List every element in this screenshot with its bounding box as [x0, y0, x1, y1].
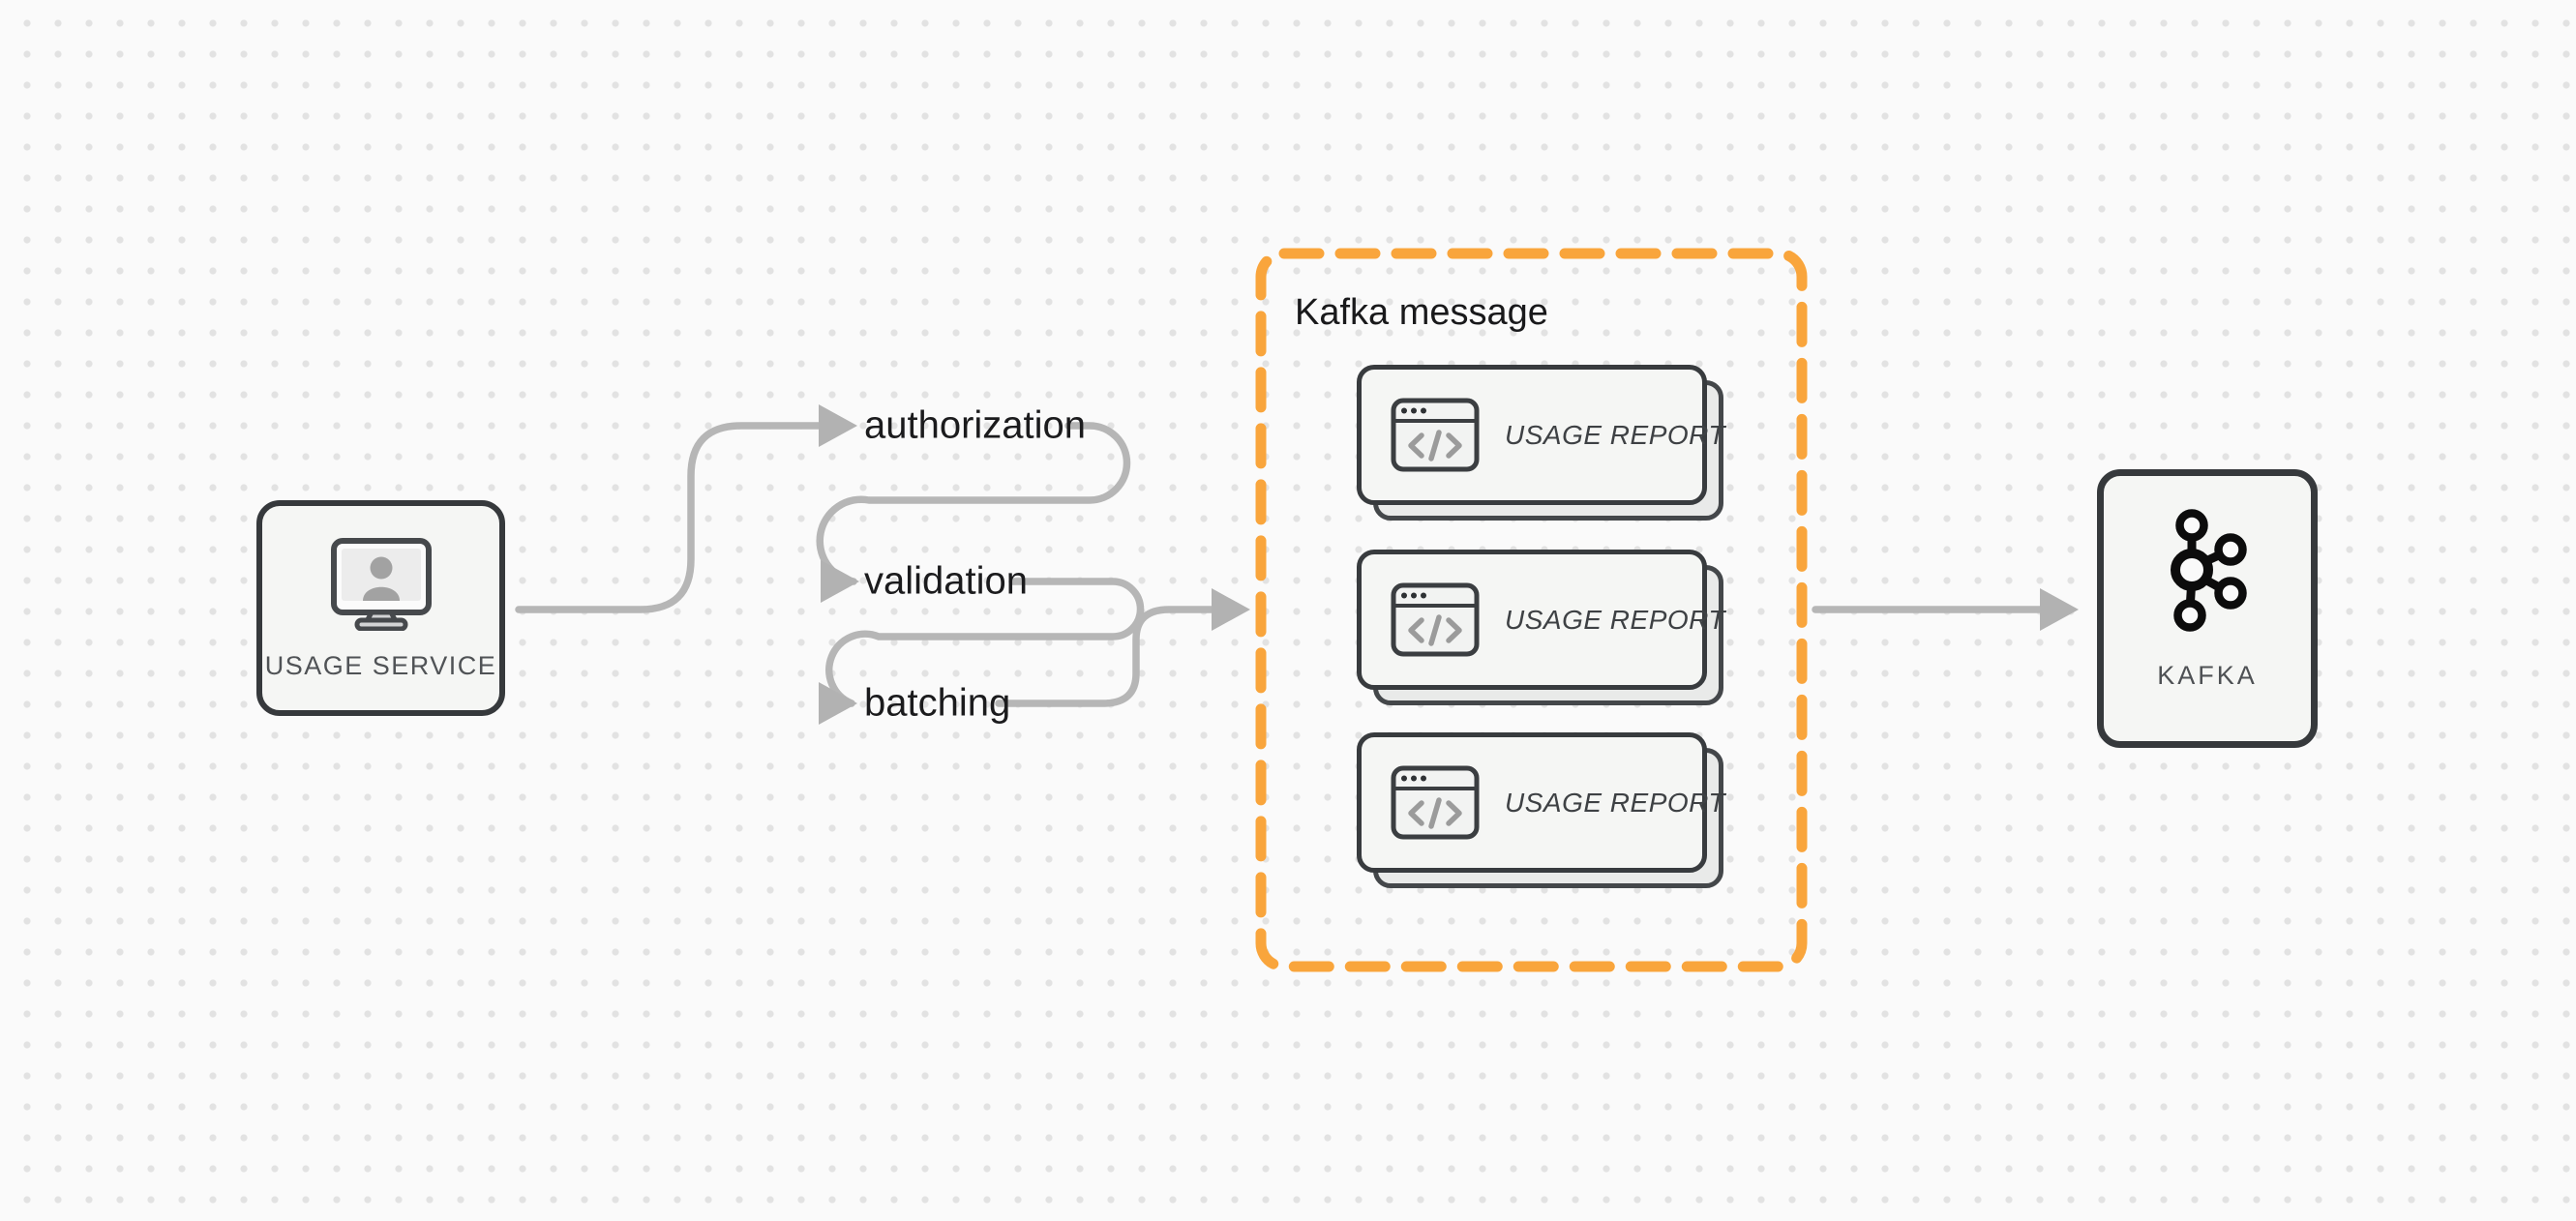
kafka-logo-icon	[2167, 507, 2248, 640]
wire-service-to-authorization	[515, 422, 823, 613]
usage-report-label: USAGE REPORT	[1505, 419, 1725, 450]
kafka-label: KAFKA	[2157, 661, 2258, 690]
usage-report-label: USAGE REPORT	[1505, 787, 1725, 818]
arrowhead-validation	[821, 560, 859, 603]
wire-batching-to-kafka-message	[995, 606, 1215, 707]
wire-validation-to-batching	[825, 578, 1145, 707]
step-label-authorization[interactable]: authorization	[864, 403, 1087, 447]
arrowhead-batching	[819, 682, 857, 725]
usage-report-card[interactable]: USAGE REPORT	[1357, 732, 1724, 889]
browser-code-icon	[1391, 582, 1480, 657]
usage-report-card[interactable]: USAGE REPORT	[1357, 550, 1724, 706]
browser-code-icon	[1391, 765, 1480, 840]
kafka-node[interactable]: KAFKA	[2097, 469, 2318, 748]
usage-report-card[interactable]: USAGE REPORT	[1357, 365, 1724, 521]
arrowhead-kafka-message	[1212, 588, 1250, 631]
dashed-border	[1255, 248, 1808, 972]
arrowhead-authorization	[819, 404, 857, 447]
usage-report-label: USAGE REPORT	[1505, 604, 1725, 635]
wire-authorization-to-validation	[816, 422, 1131, 585]
arrowhead-kafka	[2040, 588, 2079, 631]
kafka-message-group[interactable]: Kafka message USAGE REP	[1255, 248, 1808, 972]
kafka-message-group-title: Kafka message	[1295, 292, 1548, 333]
monitor-user-icon	[330, 538, 432, 636]
usage-service-node[interactable]: USAGE SERVICE	[256, 500, 505, 716]
usage-service-label: USAGE SERVICE	[264, 651, 497, 680]
step-label-batching[interactable]: batching	[864, 681, 1011, 725]
step-label-validation[interactable]: validation	[864, 559, 1029, 603]
browser-code-icon	[1391, 398, 1480, 472]
